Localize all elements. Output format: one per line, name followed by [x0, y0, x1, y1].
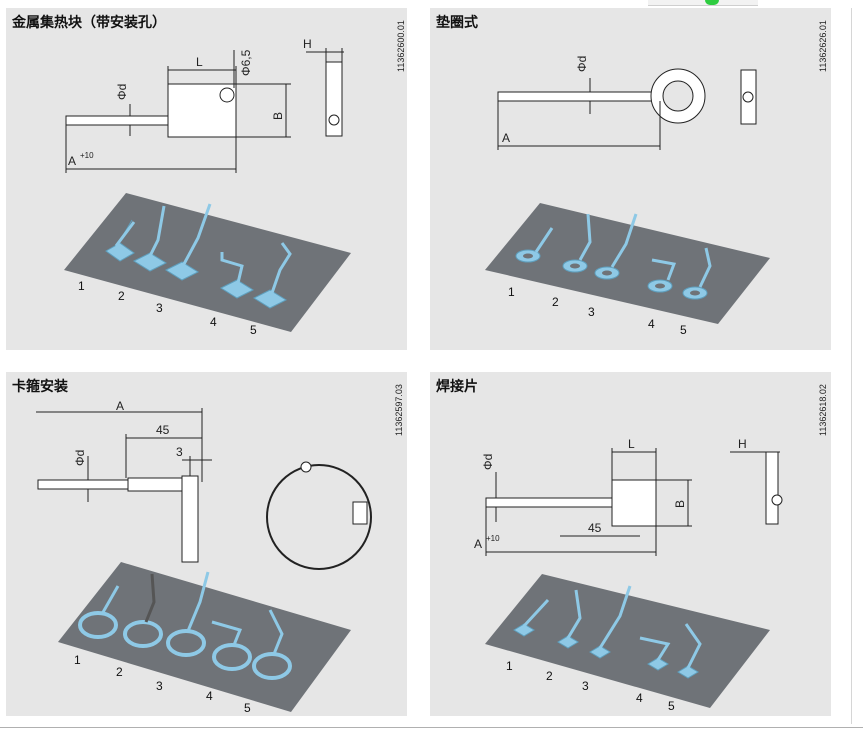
divider — [851, 8, 852, 724]
variant-label: 4 — [648, 317, 655, 331]
mounting-plate — [485, 203, 770, 324]
variant-label: 1 — [74, 653, 81, 667]
panel-washer: 垫圈式 11362626.01 Φd A — [430, 8, 831, 350]
status-indicator — [705, 0, 719, 5]
dim-A-tolerance: +10 — [80, 151, 94, 160]
window-top-bar — [648, 0, 758, 6]
dim-3: 3 — [176, 445, 183, 459]
dim-B: B — [673, 500, 687, 508]
dim-d: Φd — [73, 450, 87, 466]
variant-label: 2 — [116, 665, 123, 679]
variant-label: 3 — [156, 301, 163, 315]
dim-A: A — [474, 537, 482, 551]
technical-drawing: A 45 3 Φd 1 2 3 4 5 — [36, 399, 372, 715]
sensor-variants — [515, 213, 712, 300]
dim-45: 45 — [588, 521, 602, 535]
dim-H: H — [738, 437, 747, 451]
dim-d: Φd — [115, 84, 129, 100]
variant-label: 5 — [668, 699, 675, 713]
dim-A-tolerance: +10 — [486, 534, 500, 543]
sensor-variants — [78, 571, 292, 680]
panel-title: 垫圈式 — [436, 15, 478, 31]
variant-label: 1 — [78, 279, 85, 293]
variant-label: 5 — [680, 323, 687, 337]
variant-label: 3 — [156, 679, 163, 693]
technical-drawing: L H Φd B 45 A +10 1 2 3 4 5 — [474, 437, 783, 713]
variant-label: 1 — [506, 659, 513, 673]
dim-L: L — [196, 55, 203, 69]
technical-drawing: Φd A 1 2 3 4 5 — [485, 56, 770, 337]
variant-label: 4 — [636, 691, 643, 705]
sensor-variants — [105, 203, 292, 309]
dim-B: B — [271, 112, 285, 120]
variant-label: 4 — [210, 315, 217, 329]
dim-45: 45 — [156, 423, 170, 437]
variant-label: 2 — [552, 295, 559, 309]
variant-label: 2 — [118, 289, 125, 303]
panel-metal-block: 金属集热块（带安装孔） 11362600.01 — [6, 8, 407, 350]
dim-d: Φd — [575, 56, 589, 72]
dim-L: L — [628, 437, 635, 451]
panel-title: 金属集热块（带安装孔） — [12, 15, 166, 31]
dim-A: A — [502, 131, 510, 145]
variant-label: 5 — [250, 323, 257, 337]
dim-H: H — [303, 37, 312, 51]
dim-hole: Φ6,5 — [239, 49, 253, 76]
mounting-plate — [485, 574, 770, 708]
variant-label: 5 — [244, 701, 251, 715]
sensor-variants — [513, 585, 702, 679]
panel-title: 卡箍安装 — [12, 379, 68, 395]
technical-drawing: A +10 Φd L Φ6,5 B H 1 2 3 4 5 — [64, 37, 351, 337]
divider — [0, 727, 863, 728]
dim-d: Φd — [481, 454, 495, 470]
variant-label: 2 — [546, 669, 553, 683]
variant-label: 3 — [582, 679, 589, 693]
panel-clamp: 卡箍安装 11362597.03 A 45 3 Φd — [6, 372, 407, 716]
variant-label: 4 — [206, 689, 213, 703]
variant-label: 3 — [588, 305, 595, 319]
panel-weld-plate: 焊接片 11362618.02 L H Φd B 45 A +10 — [430, 372, 831, 716]
mounting-plate — [58, 562, 351, 712]
variant-label: 1 — [508, 285, 515, 299]
dim-A: A — [116, 399, 124, 413]
panel-title: 焊接片 — [436, 379, 478, 395]
dim-A: A — [68, 154, 76, 168]
